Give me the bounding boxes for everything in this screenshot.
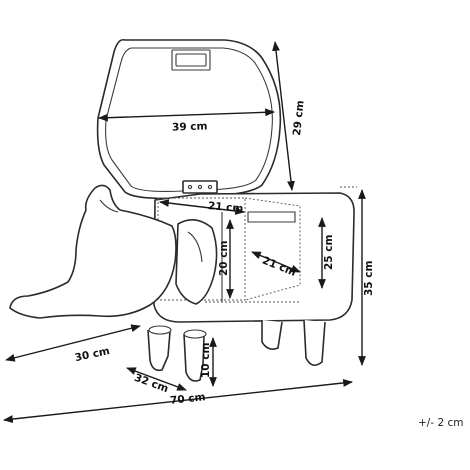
hinge bbox=[182, 180, 218, 194]
elephant-head bbox=[9, 184, 177, 319]
compartment-width-label: 21 cm bbox=[207, 200, 243, 215]
tolerance-note: +/- 2 cm bbox=[418, 417, 463, 429]
body-height-label: 25 cm bbox=[323, 235, 335, 270]
total-length-label: 70 cm bbox=[170, 391, 207, 407]
elephant-legs bbox=[147, 319, 326, 382]
leg-height-label: 10 cm bbox=[200, 343, 212, 378]
lid-width-label: 39 cm bbox=[172, 120, 208, 133]
dimension-lines bbox=[3, 41, 366, 423]
lid-height-label: 29 cm bbox=[291, 100, 307, 137]
head-length-label: 30 cm bbox=[74, 345, 111, 364]
elephant-ear bbox=[175, 219, 218, 305]
depth-label: 32 cm bbox=[133, 372, 170, 395]
compartment-height-label: 20 cm bbox=[218, 241, 230, 276]
total-height-label: 35 cm bbox=[363, 261, 375, 296]
open-lid bbox=[96, 38, 282, 200]
